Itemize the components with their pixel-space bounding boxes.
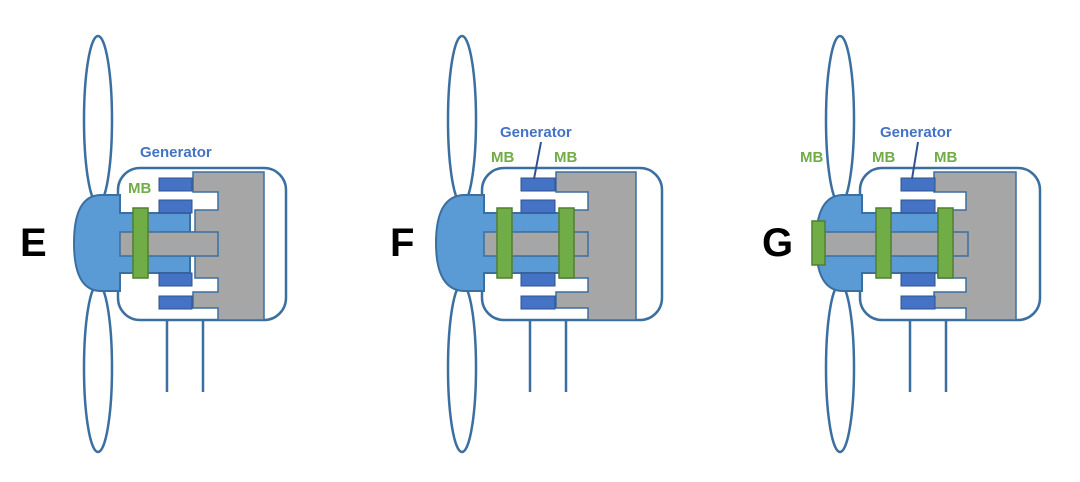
generator-stator-2	[900, 199, 936, 214]
generator-stator-4	[520, 295, 556, 310]
generator-stator-4	[158, 295, 193, 310]
main-bearing-1	[811, 220, 826, 266]
diagram-label: F	[390, 221, 414, 265]
mb-label-1: MB	[800, 149, 823, 166]
generator-stator-4	[900, 295, 936, 310]
blade-bottom	[824, 282, 856, 454]
main-bearing-3	[937, 207, 954, 279]
generator-label: Generator	[500, 124, 572, 141]
generator-stator-2	[520, 199, 556, 214]
diagram-g: G Generator MB MB MB	[762, 34, 1042, 454]
generator-label: Generator	[880, 124, 952, 141]
blade-top	[82, 34, 114, 206]
generator-stator-3	[158, 272, 193, 287]
generator-stator-2	[158, 199, 193, 214]
blade-top	[824, 34, 856, 206]
diagram-label: E	[20, 221, 47, 265]
generator-stator-1	[900, 177, 936, 192]
generator-stator-1	[520, 177, 556, 192]
blade-bottom	[82, 282, 114, 454]
diagram-label: G	[762, 221, 793, 265]
blade-top	[446, 34, 478, 206]
mb-label-2: MB	[872, 149, 895, 166]
main-bearing-1	[496, 207, 513, 279]
mb-label-2: MB	[554, 149, 577, 166]
generator-stator-3	[900, 272, 936, 287]
mb-label: MB	[128, 180, 151, 197]
generator-stator-1	[158, 177, 193, 192]
mb-label-3: MB	[934, 149, 957, 166]
main-bearing-2	[875, 207, 892, 279]
main-bearing-2	[558, 207, 575, 279]
blade-bottom	[446, 282, 478, 454]
main-bearing	[132, 207, 149, 279]
diagram-f: F Generator MB MB	[390, 34, 664, 454]
generator-leader-line	[533, 141, 542, 180]
generator-stator-3	[520, 272, 556, 287]
mb-label-1: MB	[491, 149, 514, 166]
diagram-e: E Generator MB	[20, 34, 288, 454]
generator-label: Generator	[140, 144, 212, 161]
generator-leader-line	[911, 141, 919, 180]
